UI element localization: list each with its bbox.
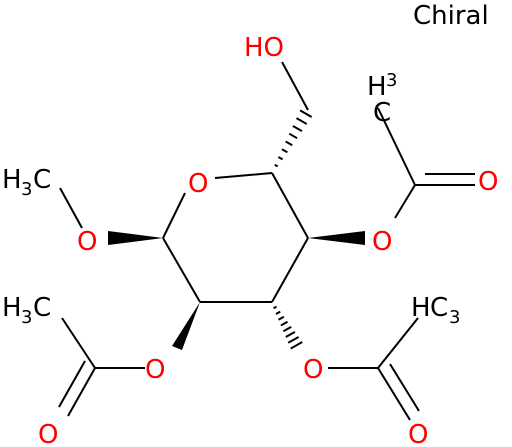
acetyl-right-h: H [411, 293, 431, 323]
methoxy-oxygen-label: O [77, 227, 97, 257]
acetyl-top-methyl-label: H 3 C [367, 70, 397, 128]
acetyl-right-c: C [430, 293, 448, 323]
hash-c3-o3-stroke [287, 336, 300, 344]
methyl-h: H [2, 165, 22, 195]
bond-acyl-c-ch3-left [61, 317, 96, 369]
hash-c3-o3-stroke [280, 320, 289, 327]
hash-c5-c6-stroke [295, 117, 308, 125]
carbonyl-oxygen-c3-label: O [408, 420, 428, 447]
bond-c5-ringo [214, 172, 273, 179]
hash-c3-o3-stroke [285, 331, 296, 338]
hash-c5-c6-stroke [274, 163, 279, 168]
acetyl-left-c: C [33, 293, 51, 323]
hash-c3-o3-stroke [282, 325, 292, 333]
wedge-c4-o4 [308, 231, 365, 245]
hash-c5-c6-stroke [285, 140, 293, 147]
bond-acyl-co-left-2 [58, 360, 86, 408]
hash-c5-c6-stroke [292, 125, 303, 132]
ester-oxygen-c2-label: O [145, 355, 165, 385]
ester-oxygen-c4-label: O [372, 227, 392, 257]
acetyl-top-c: C [373, 98, 391, 128]
wedge-bonds [108, 231, 365, 350]
hash-c3-o3-stroke [275, 310, 281, 315]
hash-c5-c6-stroke [281, 148, 288, 154]
bond-c6-oh [281, 61, 309, 111]
wedge-c1-ome [108, 231, 163, 245]
bond-acyl-c-ch3-right [377, 317, 419, 369]
bond-acyl-co-right-2 [389, 363, 420, 412]
hash-c5-c6-stroke [288, 132, 298, 140]
wedge-c2-o2 [172, 302, 200, 350]
bond-ome-ch3 [59, 187, 83, 229]
bond-ringo-c1 [162, 192, 186, 239]
bond-c3-c4 [271, 237, 309, 303]
bond-o4-acyl-c [394, 184, 416, 219]
acetyl-left-h: H [2, 293, 22, 323]
acetyl-left-sub: 3 [21, 307, 32, 328]
bond-acyl-co-left-1 [67, 367, 96, 417]
acetyl-top-h: H [367, 72, 387, 102]
methyl-label: H 3 C [2, 165, 51, 200]
bond-c4-c5 [271, 172, 309, 239]
hydroxyl-label: HO [244, 33, 284, 63]
methyl-sub: 3 [21, 179, 32, 200]
bond-acyl-c-ch3-top [377, 107, 416, 186]
hash-c3-o3-stroke [290, 341, 303, 350]
chiral-label: Chiral [413, 1, 489, 31]
acetyl-top-sub: 3 [386, 70, 397, 91]
hashed-bonds [273, 109, 313, 350]
hash-c5-c6-stroke [299, 109, 313, 118]
acetyl-left-methyl-label: H 3 C [2, 293, 51, 328]
acetyl-right-methyl-label: H C 3 [411, 293, 460, 328]
hash-c5-c6-stroke [277, 156, 284, 161]
methyl-c: C [33, 165, 51, 195]
bond-acyl-co-right-1 [377, 367, 411, 421]
hash-c3-o3-stroke [273, 305, 278, 310]
ester-oxygen-c3-label: O [303, 355, 323, 385]
bond-lines [58, 61, 475, 421]
hash-c3-o3-stroke [277, 315, 285, 321]
bond-c1-c2 [162, 237, 201, 303]
atom-labels: Chiral O HO O H 3 C O O H 3 C O O H C 3 … [2, 1, 498, 447]
acetyl-right-sub: 3 [449, 307, 460, 328]
ring-oxygen-label: O [188, 169, 208, 199]
carbonyl-oxygen-c2-label: O [38, 420, 58, 447]
carbonyl-oxygen-c4-label: O [478, 167, 498, 197]
